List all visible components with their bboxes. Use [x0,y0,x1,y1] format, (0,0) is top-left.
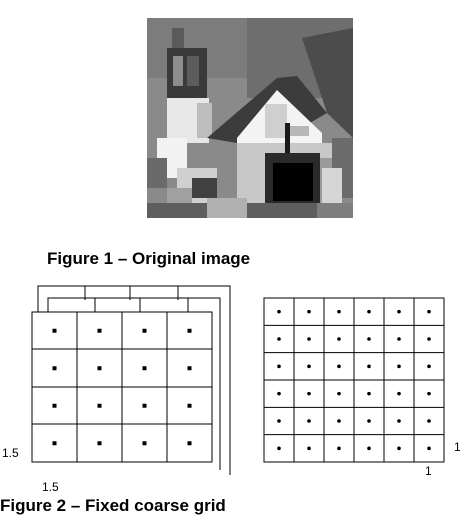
sample-point [187,366,192,371]
sample-point [337,446,341,451]
left-grid-bottom-label: 1.5 [42,480,59,494]
sample-point [307,419,311,423]
front-grid-sample-points [52,328,192,446]
sample-point [367,391,371,396]
left-grid-side-label: 1.5 [2,446,19,460]
sample-point [427,419,431,423]
sample-point [427,391,431,396]
sample-point [307,337,311,341]
sample-point [337,309,341,314]
sample-point [277,337,281,341]
sample-point [427,309,431,314]
sample-point [52,328,57,333]
sample-point [307,446,311,451]
sample-point [52,366,57,371]
sample-point [397,419,401,423]
sample-point [187,441,192,446]
sample-point [142,403,147,408]
sample-point [427,337,431,341]
sample-point [337,337,341,341]
sample-point [277,446,281,451]
sample-point [397,309,401,314]
fine-grid-sample-points [277,309,431,451]
sample-point [277,309,281,314]
sample-point [337,419,341,423]
right-grid-side-label: 1 [454,440,461,454]
sample-point [142,441,147,446]
sample-point [307,391,311,396]
sample-point [307,364,311,369]
sample-point [427,364,431,369]
sample-point [397,391,401,396]
stacked-coarse-grid-diagram [31,285,231,475]
sample-point [307,309,311,314]
original-pixel-image [147,18,353,218]
sample-point [397,364,401,369]
sample-point [52,403,57,408]
sample-point [337,364,341,369]
sample-point [367,364,371,369]
sample-point [397,337,401,341]
sample-point [277,391,281,396]
sample-point [367,419,371,423]
sample-point [277,419,281,423]
sample-point [397,446,401,451]
figure-2-caption-partial: Figure 2 – Fixed coarse grid [0,496,226,515]
sample-point [142,366,147,371]
sample-point [97,328,102,333]
sample-point [367,337,371,341]
sample-point [187,403,192,408]
sample-point [187,328,192,333]
sample-point [367,446,371,451]
sample-point [277,364,281,369]
sample-point [52,441,57,446]
sample-point [427,446,431,451]
sample-point [97,403,102,408]
sample-point [142,328,147,333]
sample-point [337,391,341,396]
right-grid-bottom-label: 1 [425,464,432,478]
sample-point [367,309,371,314]
sample-point [97,441,102,446]
fine-grid-diagram [263,297,445,463]
sample-point [97,366,102,371]
figure-1-caption: Figure 1 – Original image [47,249,251,268]
front-grid-lines [32,312,212,462]
